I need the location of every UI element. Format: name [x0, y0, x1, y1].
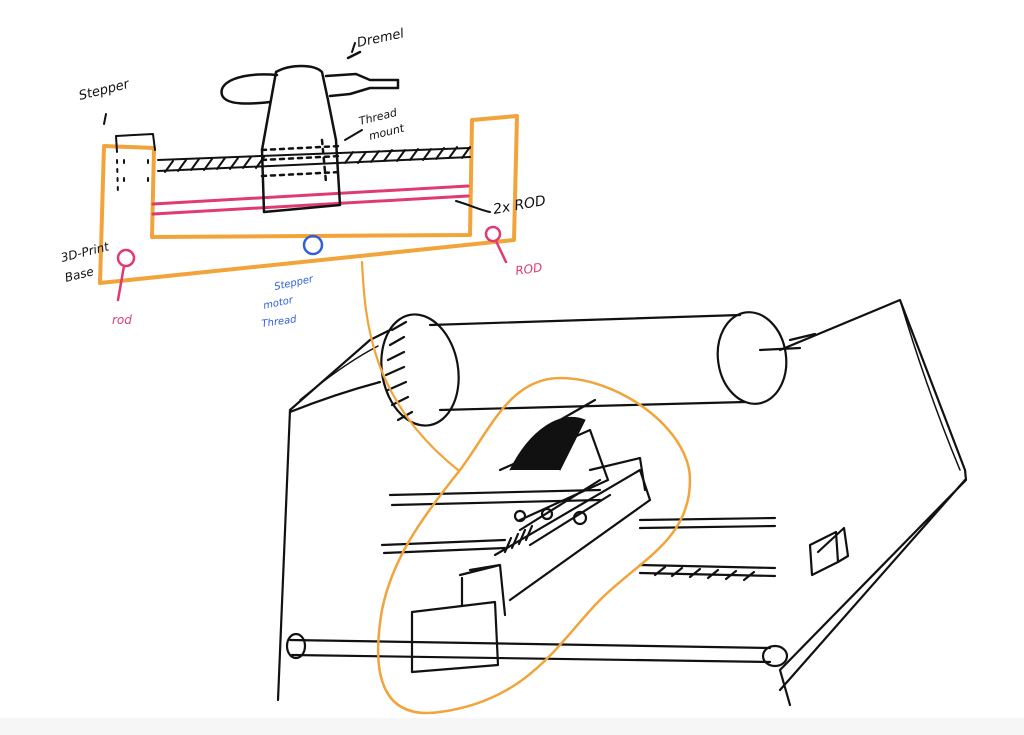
label-stepper-thread-2: motor	[262, 295, 295, 312]
label-base-2: Base	[63, 264, 95, 285]
label-base-1: 3D-Print	[59, 239, 111, 265]
bottom-strip	[0, 718, 1024, 735]
machine-left-panel	[276, 328, 392, 702]
label-stepper-thread-1: Stepper	[273, 274, 315, 293]
label-rods: 2x ROD	[492, 193, 547, 218]
label-stepper: Stepper	[77, 77, 132, 104]
label-stepper-thread-3: Thread	[261, 314, 298, 330]
connector-line	[360, 260, 460, 472]
label-rod-right: ROD	[514, 260, 543, 278]
right-panel-window	[808, 526, 850, 577]
stepper-block	[115, 133, 156, 196]
label-dremel: Dremel	[356, 26, 406, 51]
machine-right-panel	[778, 298, 968, 707]
label-rod-left: rod	[112, 313, 132, 327]
leader-lines	[103, 42, 491, 213]
guide-rods	[151, 184, 470, 216]
dremel-body	[220, 50, 400, 214]
base-outline	[98, 114, 519, 285]
stepper-thread-marker	[302, 234, 324, 256]
carriage-assembly	[410, 398, 652, 674]
carriage-highlight-loop	[376, 376, 692, 715]
rod-markers	[116, 225, 508, 302]
top-roller	[380, 311, 817, 427]
machine-sketch	[276, 260, 968, 715]
horizontal-rails	[285, 488, 789, 668]
side-view-diagram: Dremel Stepper Thread mount 2x ROD 3D-Pr…	[59, 26, 547, 330]
threaded-rod	[157, 146, 471, 173]
